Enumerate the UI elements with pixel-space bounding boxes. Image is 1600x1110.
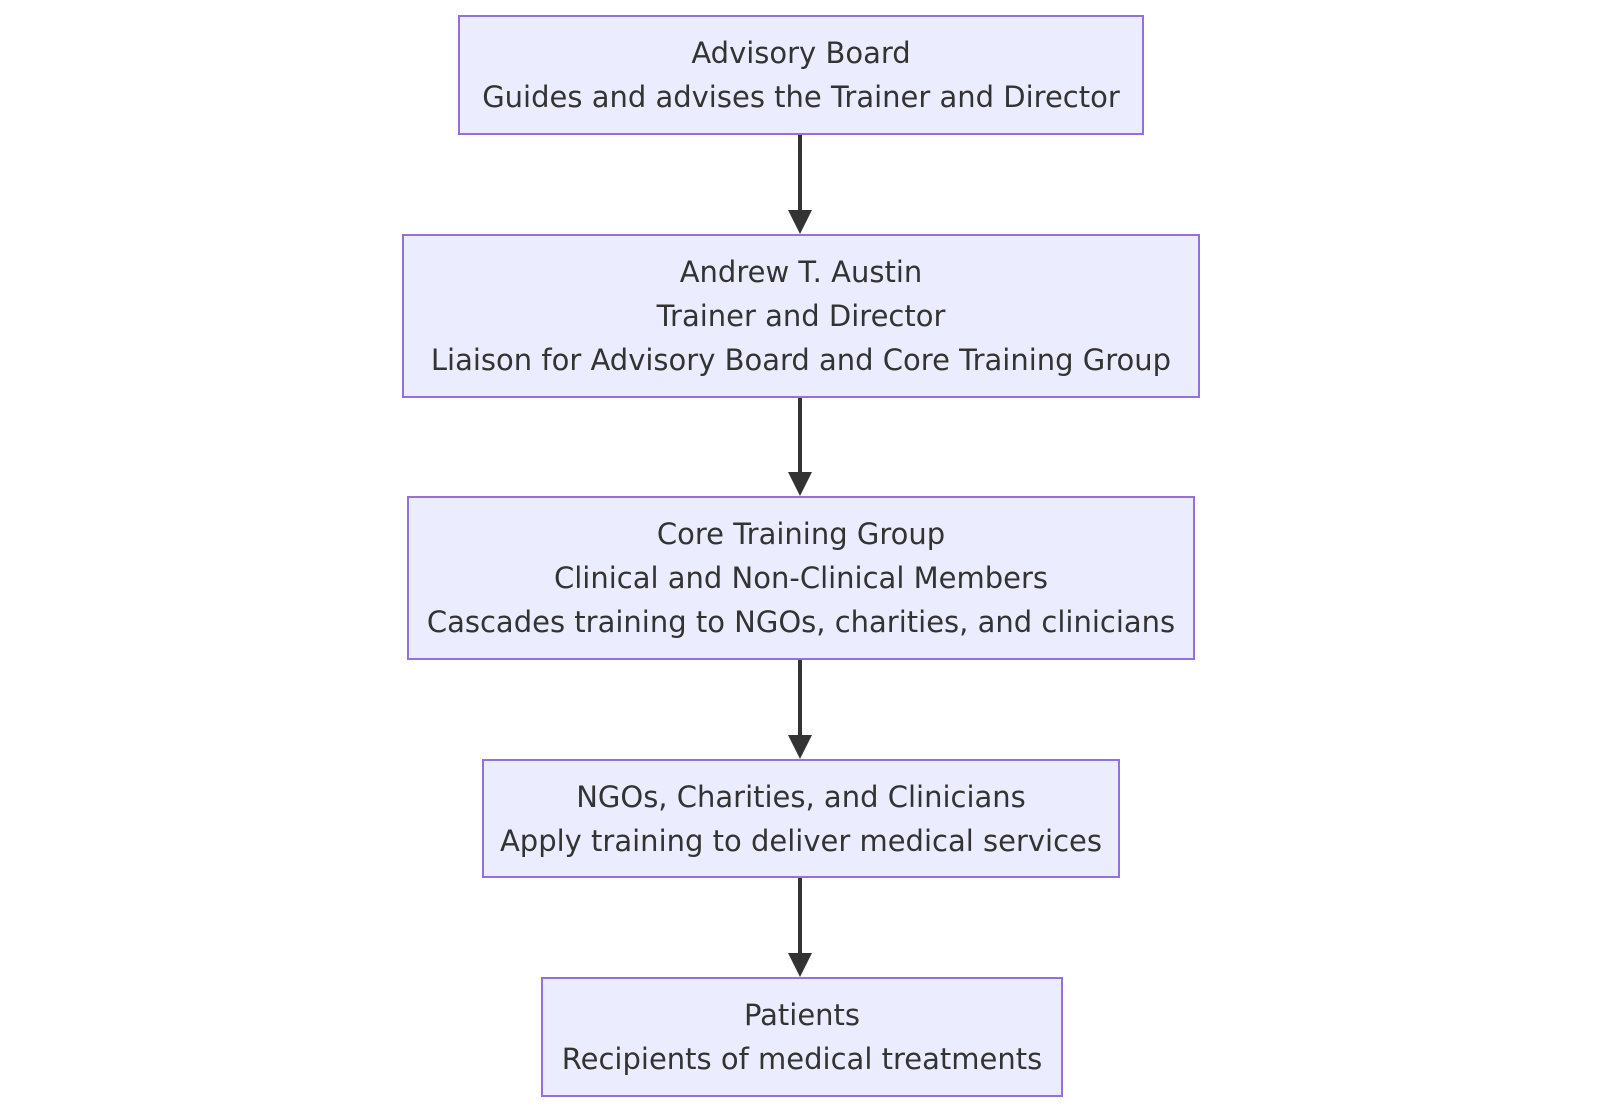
node-core-training-group: Core Training Group Clinical and Non-Cli… (407, 496, 1195, 660)
arrowhead-icon (788, 735, 812, 759)
node-title: Advisory Board (691, 36, 911, 70)
node-description: Recipients of medical treatments (561, 1042, 1043, 1076)
node-ngos-charities-clinicians: NGOs, Charities, and Clinicians Apply tr… (482, 759, 1120, 878)
node-title: Andrew T. Austin (679, 255, 923, 289)
node-title: NGOs, Charities, and Clinicians (576, 779, 1026, 814)
edge-andrew-to-core (788, 397, 812, 496)
edge-ngos-to-patients (788, 877, 812, 977)
node-description: Guides and advises the Trainer and Direc… (482, 80, 1120, 114)
node-description: Liaison for Advisory Board and Core Trai… (430, 343, 1172, 377)
node-role: Trainer and Director (656, 299, 946, 333)
node-title: Patients (743, 998, 861, 1032)
node-description: Cascades training to NGOs, charities, an… (426, 605, 1176, 639)
arrowhead-icon (788, 210, 812, 234)
arrowhead-icon (788, 953, 812, 977)
node-advisory-board: Advisory Board Guides and advises the Tr… (458, 15, 1144, 135)
node-title: Core Training Group (656, 517, 946, 551)
edge-advisory-to-andrew (788, 134, 812, 234)
node-description: Apply training to deliver medical servic… (499, 823, 1103, 858)
node-andrew-austin: Andrew T. Austin Trainer and Director Li… (402, 234, 1200, 398)
node-members: Clinical and Non-Clinical Members (553, 561, 1049, 595)
arrowhead-icon (788, 472, 812, 496)
edge-core-to-ngos (788, 659, 812, 759)
node-patients: Patients Recipients of medical treatment… (541, 977, 1063, 1097)
